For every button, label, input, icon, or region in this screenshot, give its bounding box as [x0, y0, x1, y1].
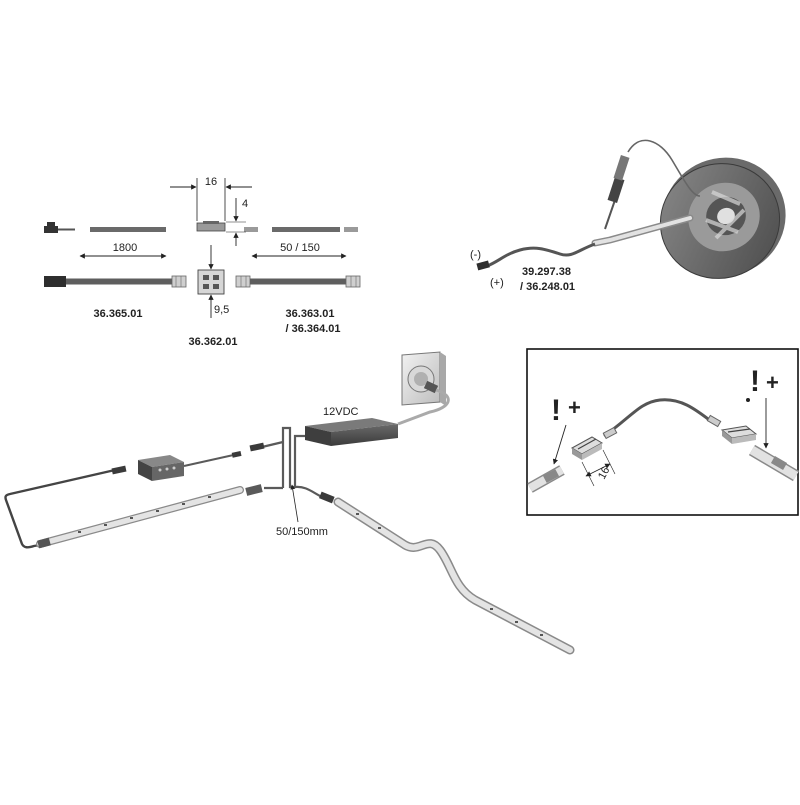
dim-length-1800: 1800	[113, 242, 137, 254]
jumper-length-label: 50/150mm	[276, 526, 328, 538]
part-code-lead-cable: 36.365.01	[94, 308, 143, 320]
dimension-drawing: 16 4 1800 50 / 150	[44, 176, 361, 348]
jumper-top-view	[235, 275, 361, 288]
part-code-jumper: 36.363.01	[286, 308, 335, 320]
connector-top-view	[197, 269, 225, 295]
part-code-reel: 39.297.38	[522, 266, 571, 278]
led-strip-reel	[659, 157, 786, 279]
warning-plus-left: +	[568, 395, 581, 420]
driver-voltage-label: 12VDC	[323, 406, 359, 418]
left-loop-cable	[4, 468, 116, 549]
part-code-reel-alt: / 36.248.01	[520, 281, 575, 293]
distribution-block	[138, 455, 184, 481]
polarity-positive: (+)	[490, 277, 504, 289]
dim-length-50-150: 50 / 150	[280, 242, 320, 254]
part-code-connector: 36.362.01	[189, 336, 238, 348]
dim-width-16: 16	[205, 176, 217, 188]
connector-side-view	[196, 221, 226, 232]
warning-mark-left: !	[551, 394, 561, 427]
installation-overview: 12VDC	[4, 351, 575, 655]
warning-mark-right: !	[750, 365, 760, 398]
warning-plus-right: +	[766, 370, 779, 395]
wall-socket-icon	[401, 351, 446, 406]
power-driver-12vdc	[305, 418, 398, 446]
soldering-iron-icon	[604, 139, 701, 230]
inset-connector-left	[570, 436, 604, 460]
dim-spacing-9-5: 9,5	[214, 304, 229, 316]
inset-dim-16: 16	[596, 465, 612, 481]
solder-lead-cable	[486, 242, 596, 268]
polarity-negative: (-)	[470, 249, 481, 261]
lead-cable-top-view	[44, 275, 187, 288]
jumper-side-view	[244, 227, 358, 232]
inset-connector-right	[720, 425, 758, 444]
polarity-inset-panel: 16 ! + ! +	[526, 348, 800, 516]
dim-height-4: 4	[242, 198, 248, 210]
lead-cable-side-view	[44, 222, 166, 233]
part-code-jumper-alt: / 36.364.01	[285, 323, 340, 335]
reel-soldering-illustration: (-) (+) 39.297.38 / 36.248.01	[470, 139, 786, 293]
